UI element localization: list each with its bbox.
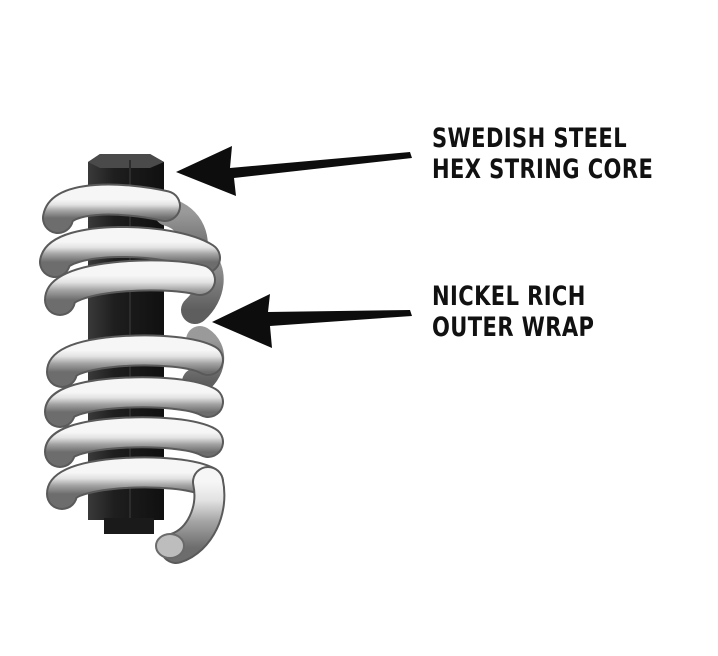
arrow-left-icon bbox=[212, 294, 412, 348]
core-label-line2: HEX STRING CORE bbox=[432, 154, 654, 185]
wrap-label-line2: OUTER WRAP bbox=[432, 312, 595, 343]
coil-end-cap bbox=[155, 533, 185, 559]
core-label: SWEDISH STEEL HEX STRING CORE bbox=[432, 123, 653, 185]
wrap-label: NICKEL RICH OUTER WRAP bbox=[432, 281, 594, 343]
wrap-label-line1: NICKEL RICH bbox=[432, 281, 586, 312]
outer-wrap bbox=[39, 183, 226, 564]
core-label-line1: SWEDISH STEEL bbox=[432, 123, 628, 154]
arrow-left-icon bbox=[176, 146, 412, 196]
